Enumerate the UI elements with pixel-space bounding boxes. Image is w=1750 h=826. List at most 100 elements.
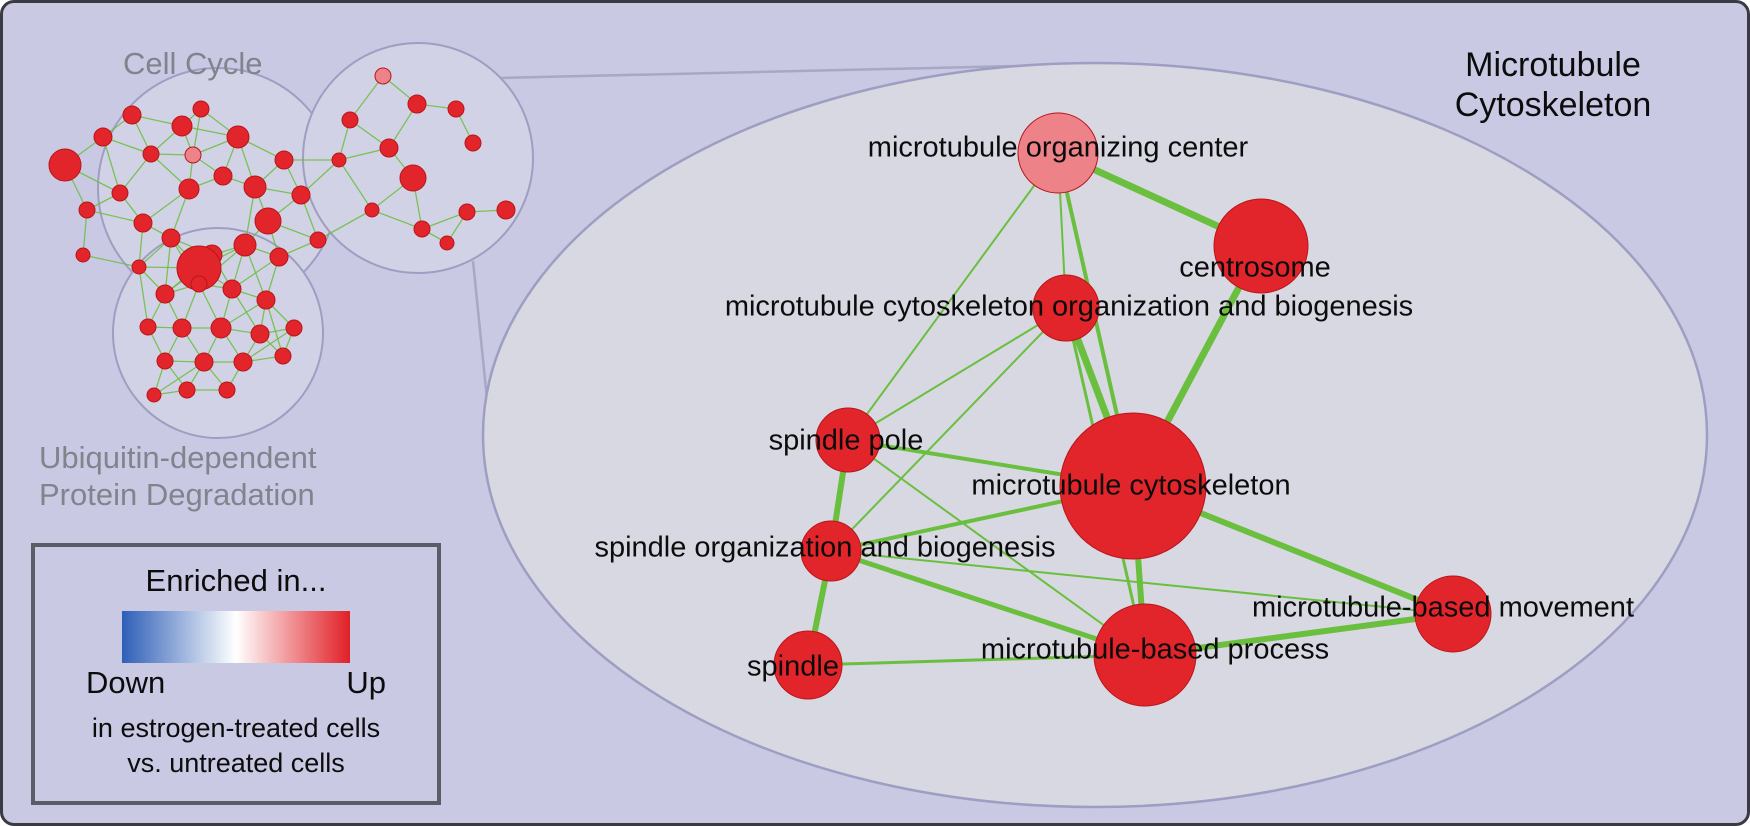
zoom-region-title-line2: Cytoskeleton bbox=[1454, 86, 1652, 125]
overview-node bbox=[178, 381, 196, 399]
node-label-centrosome: centrosome bbox=[1179, 252, 1331, 284]
overview-node bbox=[172, 318, 192, 338]
legend: Enriched in... Down Up in estrogen-treat… bbox=[31, 543, 441, 805]
overview-node bbox=[274, 150, 294, 170]
overview-node bbox=[254, 207, 282, 235]
overview-node bbox=[439, 235, 455, 251]
overview-edge bbox=[102, 136, 121, 194]
node-label-mco: microtubule cytoskeleton organization an… bbox=[725, 291, 1413, 323]
overview-node bbox=[407, 94, 427, 114]
node-label-moc: microtubule organizing center bbox=[868, 132, 1249, 164]
overview-node bbox=[464, 134, 482, 152]
overview-node bbox=[291, 185, 311, 205]
node-moc bbox=[1017, 112, 1099, 194]
zoom-region-title: Microtubule Cytoskeleton bbox=[1423, 45, 1683, 125]
overview-node bbox=[93, 127, 113, 147]
legend-down-label: Down bbox=[86, 665, 166, 700]
overview-node bbox=[111, 184, 129, 202]
node-mbm bbox=[1414, 575, 1492, 653]
node-label-mbm: microtubule-based movement bbox=[1252, 592, 1634, 624]
overview-node bbox=[285, 319, 303, 337]
zoom-region-title-line1: Microtubule bbox=[1465, 46, 1641, 84]
overview-node bbox=[447, 100, 465, 118]
edge-spindle-mbp bbox=[807, 653, 1146, 667]
network-canvas: microtubule organizing center centrosome m… bbox=[48, 42, 1709, 809]
node-label-spindle_pole: spindle pole bbox=[769, 425, 924, 457]
overview-node bbox=[374, 67, 392, 85]
overview-node bbox=[78, 201, 96, 219]
legend-caption: in estrogen-treated cells vs. untreated … bbox=[35, 711, 437, 781]
node-mbp bbox=[1093, 603, 1197, 707]
cluster-label-ubiquitin: Ubiquitin-dependent Protein Degradation bbox=[39, 439, 317, 513]
overview-node bbox=[496, 200, 516, 220]
overview-edge bbox=[349, 75, 384, 121]
overview-node bbox=[309, 231, 327, 249]
overview-node bbox=[210, 317, 232, 339]
overview-node bbox=[194, 352, 214, 372]
cluster-label-ubiquitin-line1: Ubiquitin-dependent bbox=[39, 440, 317, 475]
overview-node bbox=[331, 152, 347, 168]
node-mc bbox=[1059, 412, 1207, 560]
overview-node bbox=[250, 324, 270, 344]
overview-node bbox=[226, 125, 250, 149]
node-label-mbp: microtubule-based process bbox=[981, 634, 1329, 666]
overview-edge bbox=[82, 254, 140, 268]
overview-node bbox=[341, 111, 359, 129]
overview-node bbox=[146, 387, 162, 403]
legend-caption-line2: vs. untreated cells bbox=[127, 748, 345, 779]
overview-node bbox=[222, 279, 242, 299]
cluster-label-cell-cycle: Cell Cycle bbox=[123, 46, 263, 81]
node-mco bbox=[1032, 274, 1100, 342]
node-label-mc: microtubule cytoskeleton bbox=[971, 470, 1290, 502]
overview-node bbox=[379, 138, 399, 158]
overview-edge bbox=[317, 209, 373, 241]
overview-node bbox=[213, 166, 233, 186]
overview-node bbox=[399, 164, 427, 192]
overview-edge bbox=[153, 361, 205, 396]
legend-caption-line1: in estrogen-treated cells bbox=[91, 713, 381, 743]
overview-edge bbox=[338, 159, 373, 211]
overview-node bbox=[413, 220, 431, 238]
overview-edge bbox=[265, 299, 284, 357]
overview-node bbox=[364, 202, 380, 218]
node-label-spindle: spindle bbox=[747, 651, 839, 683]
overview-node bbox=[243, 175, 267, 199]
overview-node bbox=[218, 381, 236, 399]
legend-title: Enriched in... bbox=[145, 563, 327, 598]
overview-node bbox=[133, 213, 153, 233]
overview-node bbox=[131, 259, 147, 275]
overview-node bbox=[274, 347, 292, 365]
overview-node bbox=[142, 145, 160, 163]
overview-node bbox=[233, 233, 257, 257]
overview-node bbox=[256, 290, 276, 310]
cluster-label-ubiquitin-line2: Protein Degradation bbox=[39, 477, 315, 513]
cluster-circle-microtubule-cytoskeleton bbox=[302, 42, 534, 274]
edge-mco-spindle_pole bbox=[847, 307, 1067, 441]
overview-node bbox=[233, 352, 253, 372]
overview-node bbox=[458, 203, 476, 221]
edge-sob-mbp bbox=[830, 548, 1146, 658]
overview-node bbox=[161, 228, 181, 248]
overview-node bbox=[156, 352, 174, 370]
overview-node bbox=[155, 284, 175, 304]
overview-node bbox=[171, 115, 193, 137]
overview-node bbox=[269, 247, 289, 267]
overview-node bbox=[192, 100, 210, 118]
overview-node bbox=[184, 146, 202, 164]
overview-node bbox=[75, 247, 91, 263]
overview-node bbox=[122, 105, 142, 125]
overview-node bbox=[139, 318, 157, 336]
node-spindle_pole bbox=[815, 407, 881, 473]
node-sob bbox=[800, 520, 862, 582]
overview-node bbox=[190, 275, 208, 293]
overview-edge bbox=[138, 266, 149, 328]
legend-up-label: Up bbox=[346, 665, 386, 700]
edge-moc-spindle_pole bbox=[847, 152, 1059, 441]
node-label-sob: spindle organization and biogenesis bbox=[594, 532, 1055, 564]
legend-gradient-bar bbox=[122, 611, 350, 663]
edge-spindle_pole-mbp bbox=[847, 439, 1146, 656]
overview-edge bbox=[371, 209, 423, 230]
overview-edge bbox=[86, 209, 144, 224]
legend-range-labels: Down Up bbox=[86, 665, 386, 701]
